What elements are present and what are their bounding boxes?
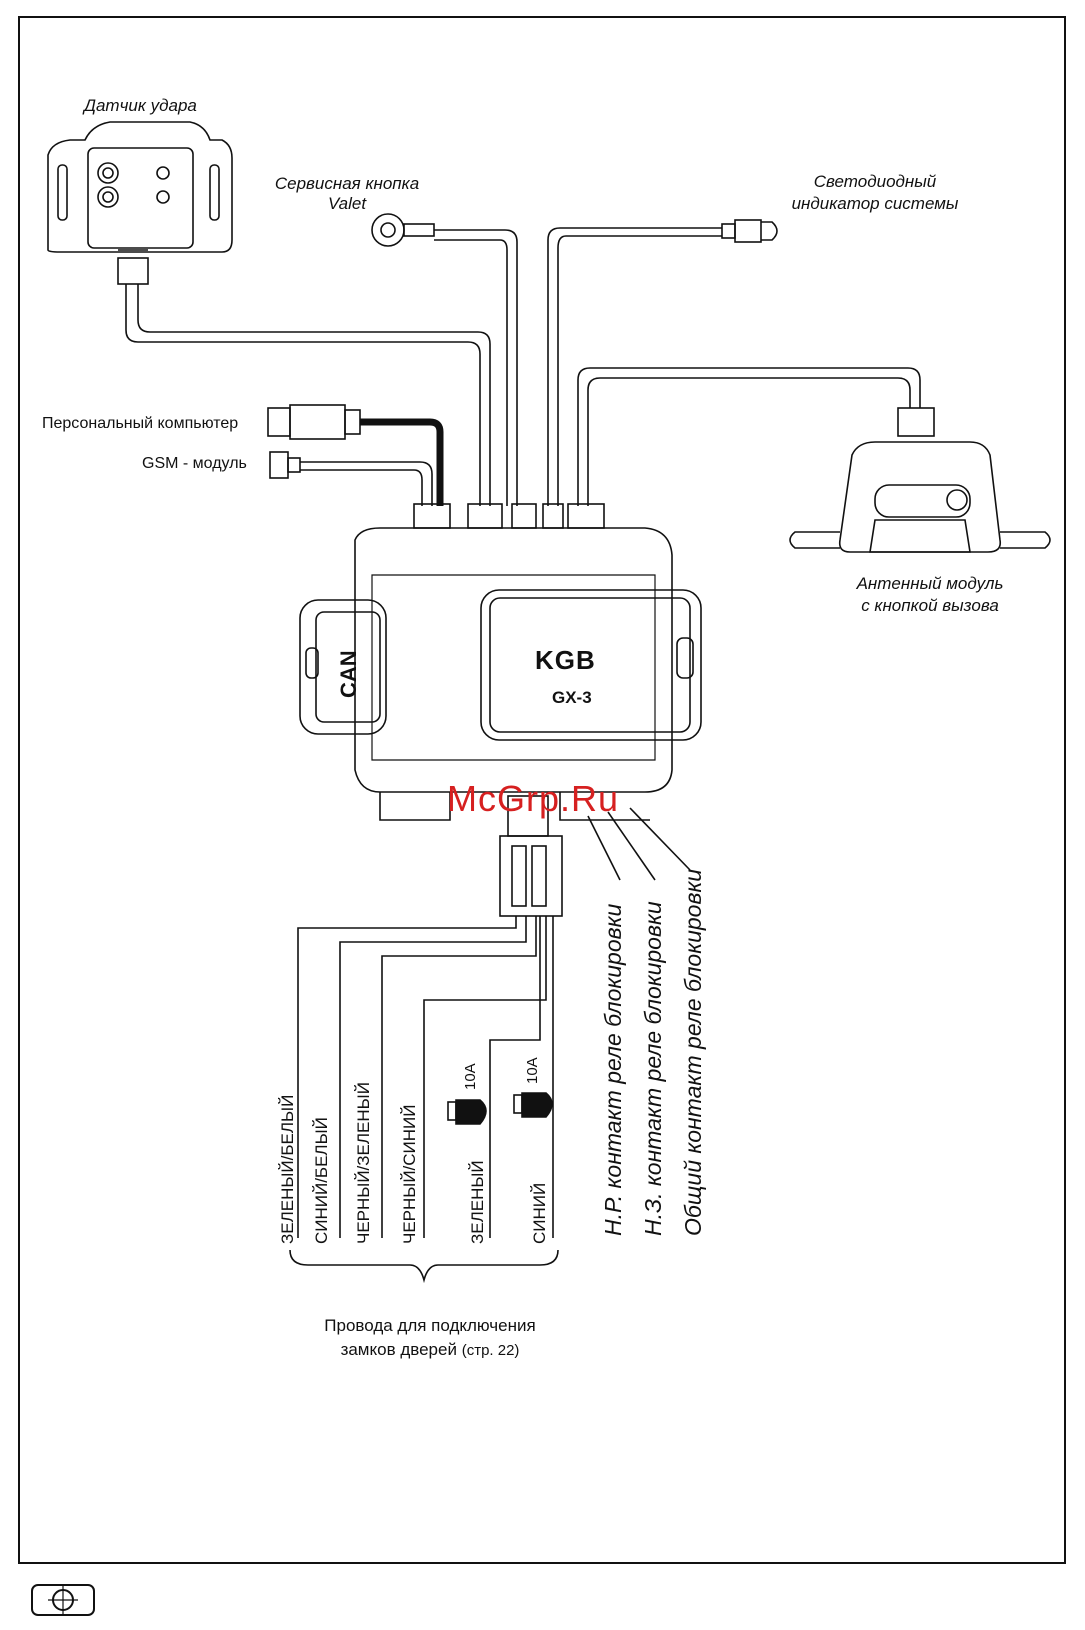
fuse-1-label: 10А [462,1063,479,1090]
gsm-connector [269,451,301,479]
led-label-line2: индикатор системы [791,194,959,213]
wire-label-3: ЧЕРНЫЙ/ЗЕЛЕНЫЙ [354,1082,373,1244]
door-lock-caption-line1: Провода для подключения [324,1316,536,1335]
antenna-module-device [789,407,1051,553]
wire-label-2: СИНИЙ/БЕЛЫЙ [312,1117,331,1244]
wire-label-5: ЗЕЛЕНЫЙ [468,1160,487,1244]
door-lock-caption-main: замков дверей [340,1340,457,1359]
door-lock-connector [499,795,563,917]
valet-label-line1: Сервисная кнопка [274,174,420,193]
door-lock-caption-line2: замков дверей (стр. 22) [300,1340,560,1360]
gsm-label: GSM - модуль [142,455,247,472]
fuse-2-label: 10А [524,1057,541,1084]
kgb-logo: KGB [535,645,596,675]
footer-logo-icon [31,1584,95,1616]
valet-button-device [371,213,435,247]
shock-sensor-device [47,121,233,285]
wire-label-4: ЧЕРНЫЙ/СИНИЙ [400,1104,419,1245]
relay-nc-label: Н.З. контакт реле блокировки [640,901,666,1236]
wire-label-6: СИНИЙ [530,1182,549,1244]
relay-no-label: Н.Р. контакт реле блокировки [600,903,626,1236]
shock-sensor-label: Датчик удара [84,96,197,115]
watermark: McGrp.Ru [447,778,620,819]
valet-label-line2: Valet [327,194,367,213]
fuse-2 [513,1092,553,1118]
door-lock-caption-ref: (стр. 22) [461,1342,520,1359]
model-label: GX-3 [552,688,592,707]
led-indicator-device [721,219,778,243]
antenna-label-line1: Антенный модуль [856,574,1004,593]
fuse-1 [447,1099,487,1125]
usb-connector [267,404,361,440]
antenna-label-line2: с кнопкой вызова [861,596,999,615]
main-control-unit [299,527,702,821]
led-label-line1: Светодиодный [813,172,937,191]
pc-label: Персональный компьютер [42,415,239,432]
relay-common-label: Общий контакт реле блокировки [680,868,706,1236]
wire-label-1: ЗЕЛЕНЫЙ/БЕЛЫЙ [278,1094,297,1244]
can-label: CAN [336,650,361,698]
page-frame [18,16,1066,1564]
